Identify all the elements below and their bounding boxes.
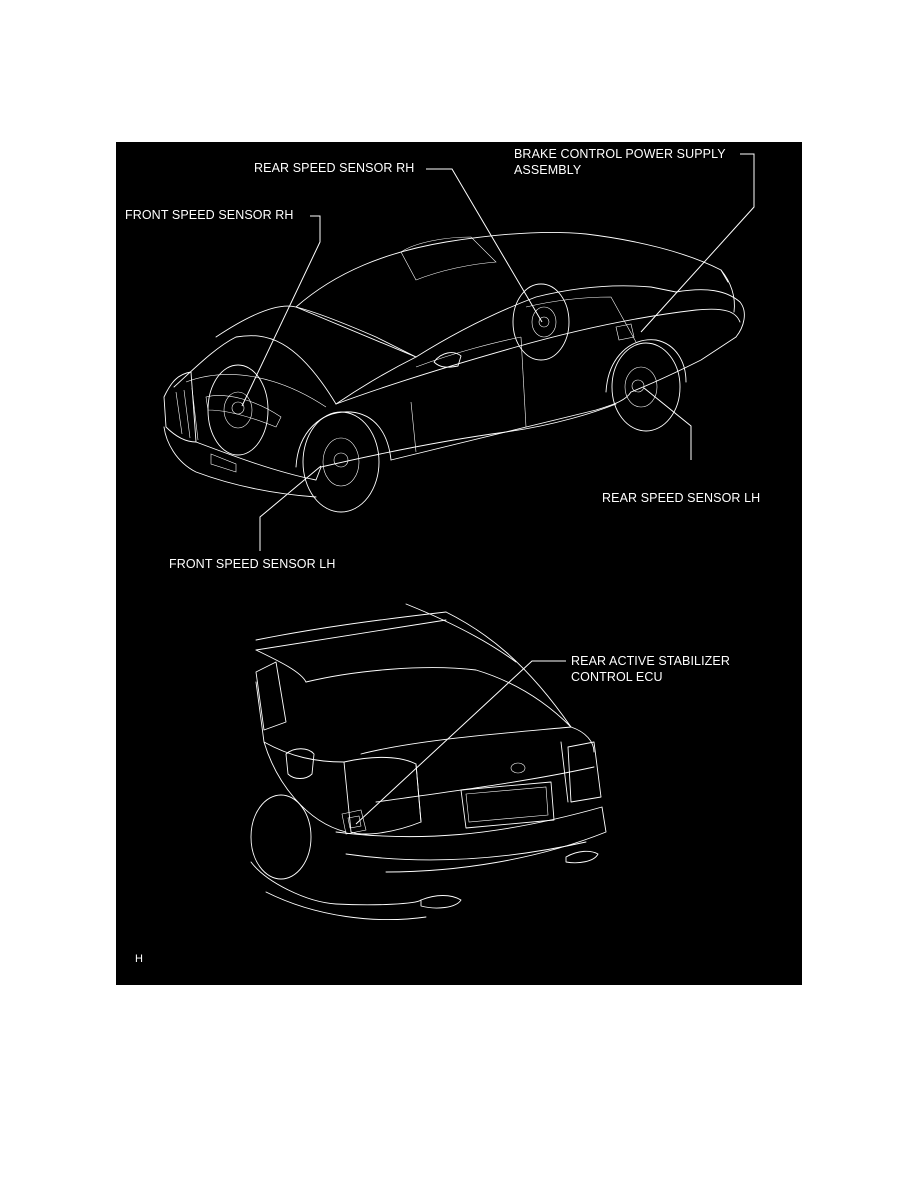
label-rear-speed-sensor-rh: REAR SPEED SENSOR RH — [254, 161, 415, 175]
sedan-side-view — [163, 231, 745, 513]
diagram-artwork — [163, 153, 755, 921]
label-rear-speed-sensor-lh: REAR SPEED SENSOR LH — [602, 491, 761, 505]
label-brake-control-line1: BRAKE CONTROL POWER SUPPLY — [514, 147, 726, 161]
corner-code: H — [135, 953, 144, 965]
label-rear-active-stabilizer-line1: REAR ACTIVE STABILIZER — [571, 654, 730, 668]
label-brake-control-line2: ASSEMBLY — [514, 163, 582, 177]
label-front-speed-sensor-rh: FRONT SPEED SENSOR RH — [125, 208, 294, 222]
label-front-speed-sensor-lh: FRONT SPEED SENSOR LH — [169, 557, 336, 571]
sedan-rear-view — [250, 603, 607, 921]
top-leader-lines — [241, 153, 755, 551]
bottom-leader-line — [355, 660, 566, 825]
component-location-diagram: REAR SPEED SENSOR RH BRAKE CONTROL POWER… — [116, 142, 802, 985]
label-rear-active-stabilizer-line2: CONTROL ECU — [571, 670, 663, 684]
